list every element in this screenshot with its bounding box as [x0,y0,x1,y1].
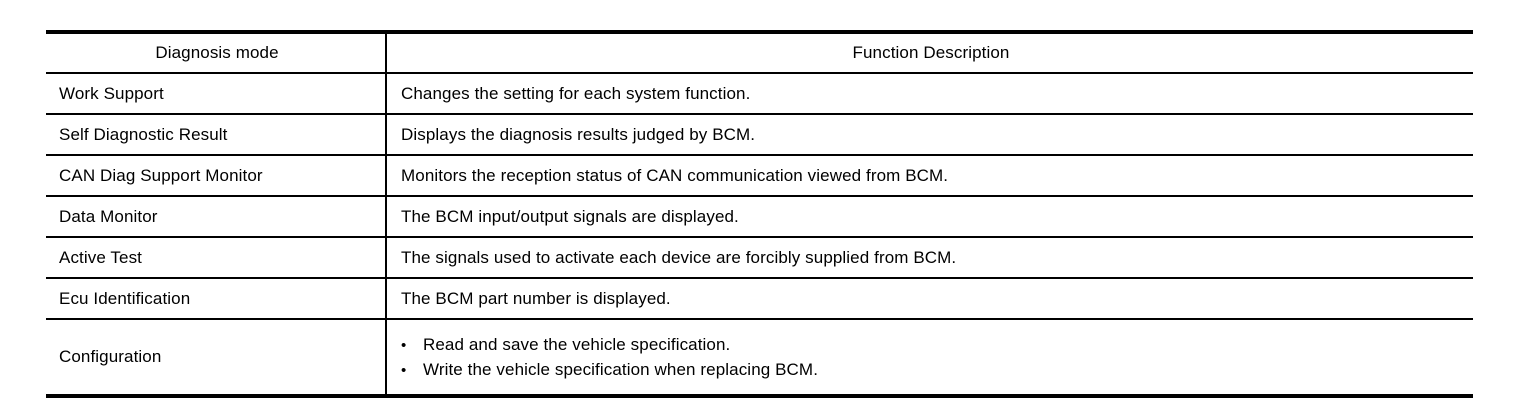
column-header-function-description: Function Description [852,43,1010,63]
function-description-cell: • Read and save the vehicle specificatio… [387,320,1473,394]
function-description-cell: The BCM part number is displayed. [401,288,671,308]
bullet-text: Write the vehicle specification when rep… [423,359,819,379]
table-row-self-diagnostic-result: Self Diagnostic Result Displays the diag… [46,115,1473,156]
function-description-cell: Changes the setting for each system func… [401,83,751,103]
table-row-active-test: Active Test The signals used to activate… [46,238,1473,279]
bullet-icon: • [401,336,407,354]
diagnosis-mode-cell: Self Diagnostic Result [46,115,387,154]
function-description-cell: The signals used to activate each device… [401,247,957,267]
bullet-line: • Read and save the vehicle specificatio… [401,334,818,356]
function-description-cell: The BCM input/output signals are display… [401,206,739,226]
diagnosis-mode-cell: Ecu Identification [46,279,387,318]
bullet-line: • Write the vehicle specification when r… [401,359,818,381]
diagnosis-mode-table: Diagnosis mode Function Description Work… [46,30,1473,398]
table-row-can-diag-support-monitor: CAN Diag Support Monitor Monitors the re… [46,156,1473,197]
bullet-icon: • [401,361,407,379]
diagnosis-mode-cell: Data Monitor [46,197,387,236]
diagnosis-mode-cell: Active Test [46,238,387,277]
table-row-data-monitor: Data Monitor The BCM input/output signal… [46,197,1473,238]
column-header-diagnosis-mode: Diagnosis mode [46,34,387,72]
function-description-cell: Monitors the reception status of CAN com… [401,165,949,185]
bullet-text: Read and save the vehicle specification. [423,334,731,354]
function-description-cell: Displays the diagnosis results judged by… [401,124,756,144]
table-header-row: Diagnosis mode Function Description [46,34,1473,74]
diagnosis-mode-cell: Configuration [46,320,387,394]
diagnosis-mode-cell: Work Support [46,74,387,113]
table-row-ecu-identification: Ecu Identification The BCM part number i… [46,279,1473,320]
table-row-configuration: Configuration • Read and save the vehicl… [46,320,1473,394]
table-row-work-support: Work Support Changes the setting for eac… [46,74,1473,115]
diagnosis-mode-cell: CAN Diag Support Monitor [46,156,387,195]
bullet-list: • Read and save the vehicle specificatio… [401,334,818,381]
